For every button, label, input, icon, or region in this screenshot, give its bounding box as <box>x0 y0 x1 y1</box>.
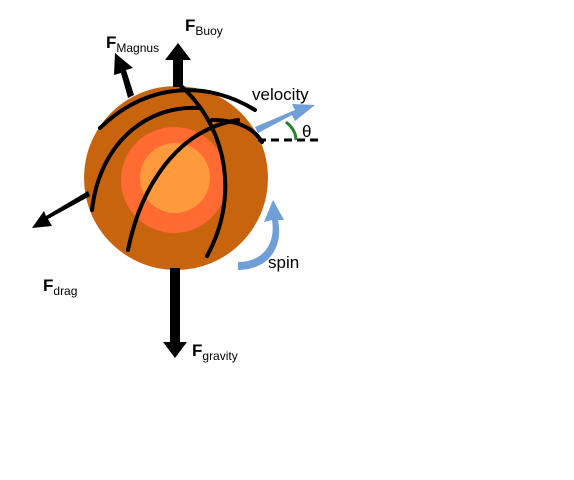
label-f-magnus: FMagnus <box>106 33 159 55</box>
seam-top <box>98 88 257 130</box>
gravity-arrow-icon <box>163 268 187 358</box>
buoy-arrow-icon <box>165 43 191 87</box>
seam-middle <box>126 118 240 252</box>
seam-right <box>178 83 228 258</box>
ball-core <box>140 143 210 213</box>
seam-left <box>90 105 200 212</box>
angle-arc <box>285 120 298 141</box>
label-theta: θ <box>302 122 311 141</box>
label-spin: spin <box>268 253 299 272</box>
spin-arrow-body <box>238 200 284 270</box>
drag-arrow-icon <box>32 191 90 228</box>
spin-arrow-icon <box>238 200 284 270</box>
magnus-arrow-icon <box>114 53 134 98</box>
force-arrows <box>32 43 191 358</box>
label-velocity: velocity <box>252 85 309 104</box>
velocity-arrow-icon <box>255 104 315 133</box>
label-f-gravity: Fgravity <box>192 341 238 363</box>
basketball <box>84 83 268 270</box>
label-f-drag: Fdrag <box>43 276 77 298</box>
label-f-buoy: FBuoy <box>185 16 223 38</box>
